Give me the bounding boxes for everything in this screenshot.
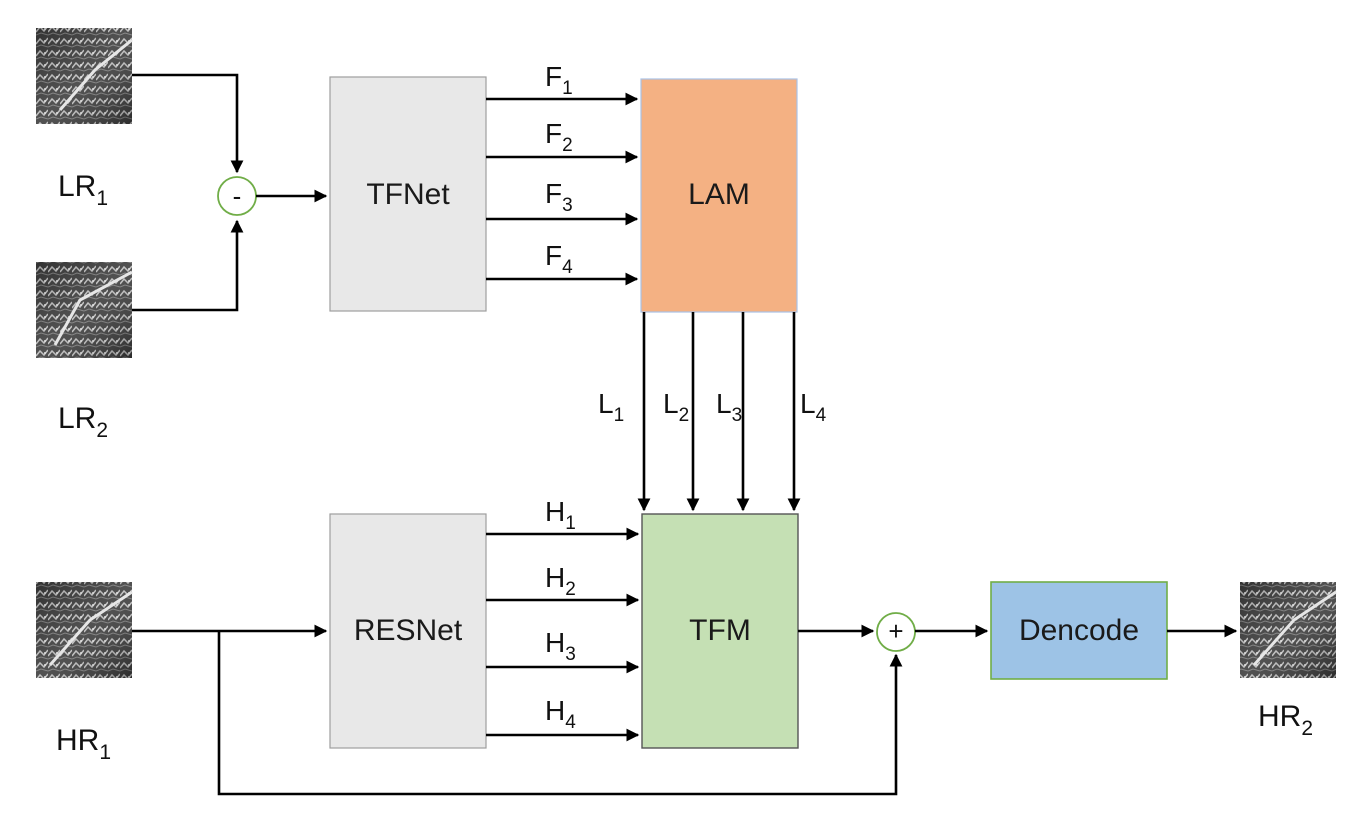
h2-label: H2 — [545, 562, 576, 600]
lr2-image — [36, 262, 133, 358]
hr2-label: HR2 — [1258, 700, 1313, 740]
tfnet-box — [329, 76, 487, 312]
f4-label: F4 — [545, 240, 573, 278]
lam-block: LAM — [640, 78, 798, 313]
hr1-label: HR1 — [56, 724, 111, 764]
tfm-box — [641, 513, 799, 749]
h3-label: H3 — [545, 627, 576, 665]
l4-label: L4 — [800, 388, 827, 426]
edge-skip-to-add — [217, 631, 903, 796]
hr2-image — [1240, 582, 1337, 678]
add-symbol: + — [888, 616, 903, 646]
tfnet-block: TFNet — [329, 76, 487, 312]
lr2-label: LR2 — [58, 402, 108, 442]
lr1-image — [36, 28, 133, 124]
hr1-image — [36, 582, 133, 678]
dencode-block: Dencode — [990, 581, 1168, 680]
h1-label: H1 — [545, 496, 576, 534]
resnet-label: RESNet — [354, 614, 463, 647]
l1-label: L1 — [598, 388, 624, 426]
l2-label: L2 — [663, 388, 689, 426]
subtract-operator: - — [217, 176, 257, 216]
lam-label: LAM — [688, 178, 750, 211]
lam-box — [640, 78, 798, 313]
add-operator: + — [876, 612, 916, 652]
connectors — [132, 73, 1238, 796]
tfm-label: TFM — [689, 614, 751, 647]
f2-label: F2 — [545, 118, 573, 156]
tfnet-label: TFNet — [366, 178, 450, 211]
f1-label: F1 — [545, 61, 573, 99]
resnet-box — [329, 513, 487, 749]
dencode-label: Dencode — [1019, 614, 1139, 647]
h4-label: H4 — [545, 695, 576, 733]
subtract-symbol: - — [233, 181, 242, 211]
f3-label: F3 — [545, 178, 573, 216]
resnet-block: RESNet — [329, 513, 487, 749]
tfm-block: TFM — [641, 513, 799, 749]
l3-label: L3 — [716, 388, 742, 426]
edge-lr1-to-subtract — [132, 73, 244, 174]
lr1-label: LR1 — [58, 170, 108, 210]
edge-lr2-to-subtract — [132, 219, 244, 312]
